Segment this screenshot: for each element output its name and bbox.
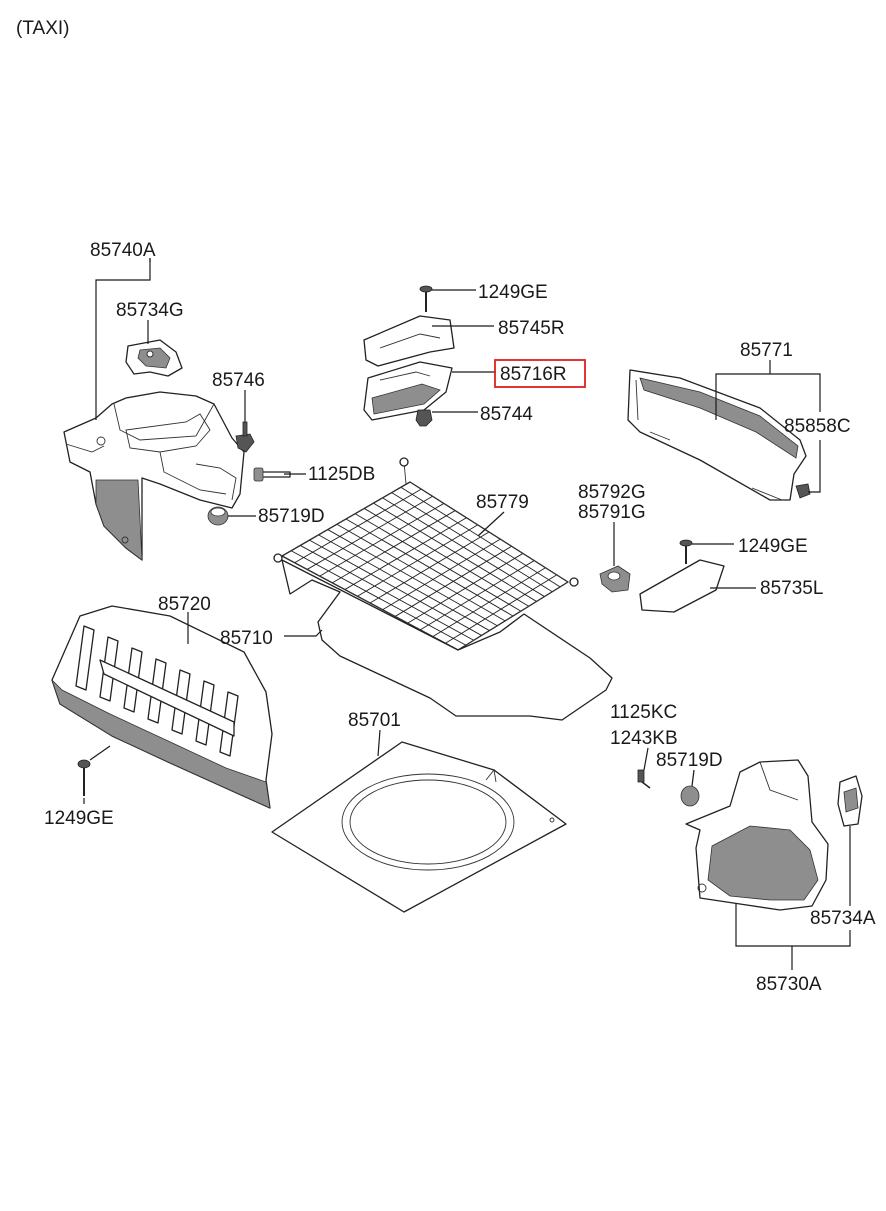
85792G-holder[interactable] — [599, 565, 631, 593]
net-strand — [420, 560, 535, 631]
label-85734A[interactable]: 85734A — [810, 908, 876, 929]
85858C-clip[interactable] — [795, 483, 811, 499]
left-side-trim[interactable] — [63, 391, 245, 561]
label-85735L[interactable]: 85735L — [760, 578, 823, 599]
label-85730A[interactable]: 85730A — [756, 974, 822, 995]
1125DB-screw[interactable] — [253, 467, 291, 482]
label-1249GE-top[interactable]: 1249GE — [478, 282, 548, 303]
label-1249GE-right[interactable]: 1249GE — [738, 536, 808, 557]
label-85745R[interactable]: 85745R — [498, 318, 565, 339]
net-strand — [373, 502, 537, 602]
label-85719D-left[interactable]: 85719D — [258, 506, 325, 527]
highlight-box — [494, 359, 586, 388]
net-strand — [432, 567, 546, 637]
85745R-cover[interactable] — [363, 315, 455, 367]
1249GE-top-screw[interactable] — [419, 285, 433, 312]
label-1249GE-left[interactable]: 1249GE — [44, 808, 114, 829]
85701-floor-board[interactable] — [271, 741, 567, 913]
net-strand — [391, 492, 553, 593]
label-85720[interactable]: 85720 — [158, 594, 211, 615]
label-85734G[interactable]: 85734G — [116, 300, 184, 321]
net-strand — [369, 531, 490, 604]
net-strand — [364, 508, 529, 607]
label-85791G[interactable]: 85791G — [578, 502, 646, 523]
net-strand — [394, 545, 512, 617]
85730A-side-trim[interactable] — [685, 759, 829, 911]
label-85744[interactable]: 85744 — [480, 404, 533, 425]
85719D-left-grommet[interactable] — [207, 506, 229, 526]
net-strand — [445, 574, 557, 644]
85771-rear-trim[interactable] — [627, 369, 807, 501]
85734G-patch[interactable] — [125, 339, 183, 377]
85734A-patch[interactable] — [837, 775, 863, 827]
1125KC-screw[interactable] — [637, 769, 651, 789]
label-85771[interactable]: 85771 — [740, 340, 793, 361]
85779-cargo-net[interactable] — [273, 457, 579, 665]
85720-partition[interactable] — [51, 605, 273, 809]
label-85740A[interactable]: 85740A — [90, 240, 156, 261]
label-85792G[interactable]: 85792G — [578, 482, 646, 503]
85710-luggage-mat[interactable] — [281, 559, 613, 721]
label-85716R[interactable]: 85716R — [500, 364, 567, 385]
label-1243KB[interactable]: 1243KB — [610, 728, 678, 749]
85744-nut[interactable] — [415, 409, 433, 427]
1249GE-left-screw[interactable] — [77, 759, 91, 796]
85716R-bracket[interactable] — [363, 361, 453, 421]
leader-lines — [83, 258, 851, 970]
85719D-right-grommet[interactable] — [680, 785, 700, 807]
label-85858C[interactable]: 85858C — [784, 416, 851, 437]
label-85779[interactable]: 85779 — [476, 492, 529, 513]
label-1125DB[interactable]: 1125DB — [308, 464, 375, 485]
partition-slot — [75, 625, 95, 691]
label-1125KC[interactable]: 1125KC — [610, 702, 677, 723]
label-85746[interactable]: 85746 — [212, 370, 265, 391]
85746-clip[interactable] — [235, 421, 255, 453]
net-strand — [382, 497, 545, 597]
net-strand — [400, 486, 561, 588]
variant-label: (TAXI) — [16, 18, 69, 39]
label-85710[interactable]: 85710 — [220, 628, 273, 649]
net-strand — [354, 513, 522, 612]
label-85719D-right[interactable]: 85719D — [656, 750, 723, 771]
net-strand — [407, 553, 524, 624]
net-strand — [382, 538, 501, 611]
1249GE-right-screw[interactable] — [679, 539, 693, 564]
label-85701[interactable]: 85701 — [348, 710, 401, 731]
part-labels: 85740A 85734G 85746 1125DB 85719D 1249GE… — [44, 240, 876, 995]
85735L-cover[interactable] — [639, 559, 725, 613]
